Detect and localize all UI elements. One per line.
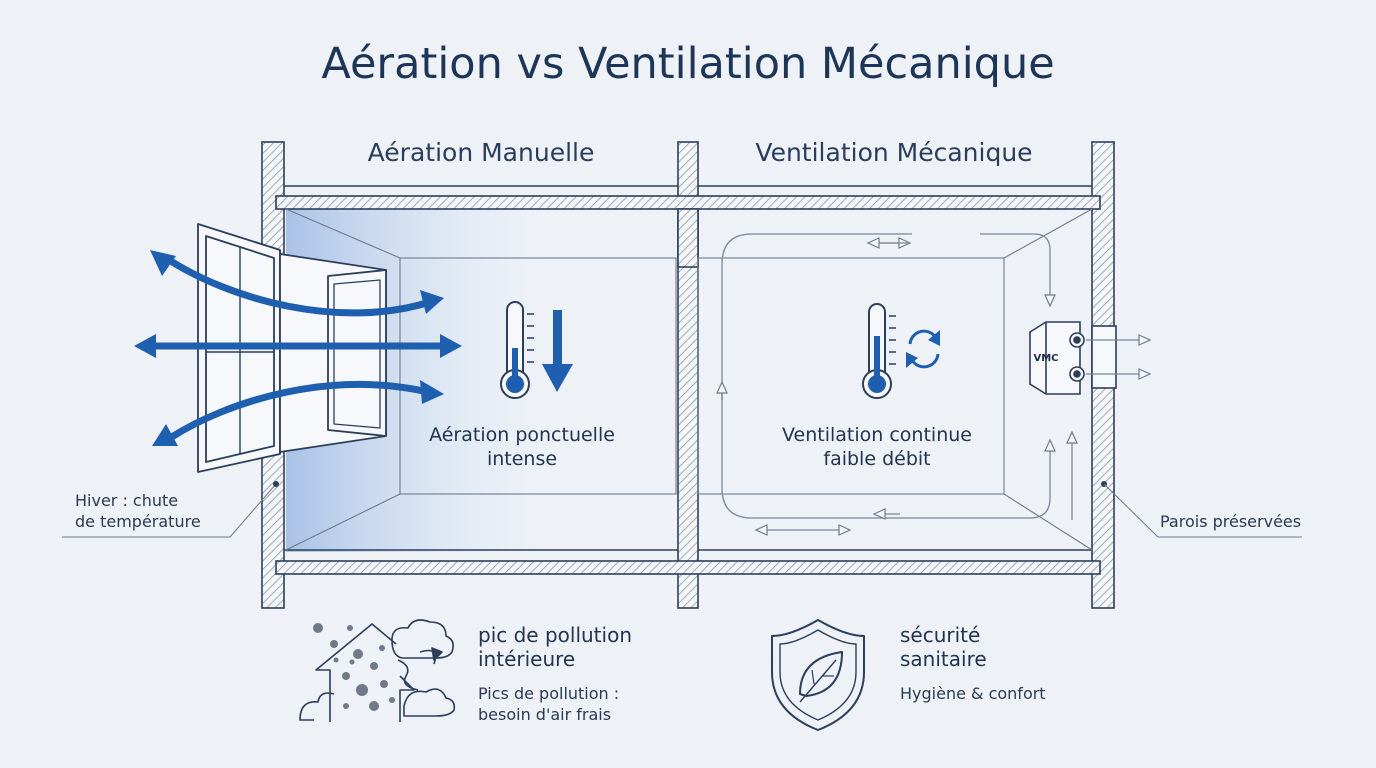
exhaust-arrows <box>1086 334 1152 380</box>
left-room-perspective <box>285 208 677 551</box>
air-arrow-center-head-left <box>134 334 156 358</box>
thermometer-icon <box>500 301 534 399</box>
right-section-heading: Ventilation Mécanique <box>755 138 1032 167</box>
page-title: Aération vs Ventilation Mécanique <box>321 39 1054 89</box>
right-caption-line2: faible débit <box>823 448 930 470</box>
vmc-label: VMC <box>1033 353 1058 364</box>
left-caption-line1: Aération ponctuelle <box>429 424 615 446</box>
pollution-sub-line1: Pics de pollution : <box>478 684 619 703</box>
pollution-sub-line2: besoin d'air frais <box>478 705 611 724</box>
air-arrow-lower-head-left <box>152 424 178 446</box>
air-arrow-lower <box>166 381 432 442</box>
refresh-cycle-icon <box>906 329 940 369</box>
left-section-heading: Aération Manuelle <box>368 138 595 167</box>
right-room-perspective <box>697 208 1093 551</box>
air-arrow-center-head-right <box>440 334 462 358</box>
floor-slab <box>275 560 1101 575</box>
pollution-title-line2: intérieure <box>478 647 575 671</box>
ceiling-slab <box>275 195 1101 210</box>
air-arrow-lower-head-right <box>420 380 444 404</box>
air-arrow-upper-head-right <box>420 290 444 314</box>
winter-note-line2: de température <box>75 512 201 531</box>
air-arrow-upper <box>162 254 434 317</box>
thermometer-icon <box>862 303 896 399</box>
circulation-loop <box>721 233 1056 519</box>
shield-leaf-icon <box>771 619 865 731</box>
house-pollution-icon <box>299 619 456 722</box>
vmc-unit <box>1029 321 1117 395</box>
pollution-particles <box>313 623 395 711</box>
left-caption-line2: intense <box>487 448 557 470</box>
safety-title-line1: sécurité <box>900 623 980 647</box>
safety-title-line2: sanitaire <box>900 647 987 671</box>
pollution-title-line1: pic de pollution <box>478 623 632 647</box>
right-caption-line1: Ventilation continue <box>782 424 972 446</box>
walls-note: Parois préservées <box>1160 512 1301 531</box>
arrow-down-icon <box>542 310 573 392</box>
safety-sub: Hygiène & confort <box>900 684 1046 703</box>
air-flow-arrows <box>134 250 462 446</box>
air-arrow-upper-head-left <box>150 250 176 276</box>
winter-note-line1: Hiver : chute <box>75 491 178 510</box>
flow-direction-arrows <box>716 237 1078 536</box>
